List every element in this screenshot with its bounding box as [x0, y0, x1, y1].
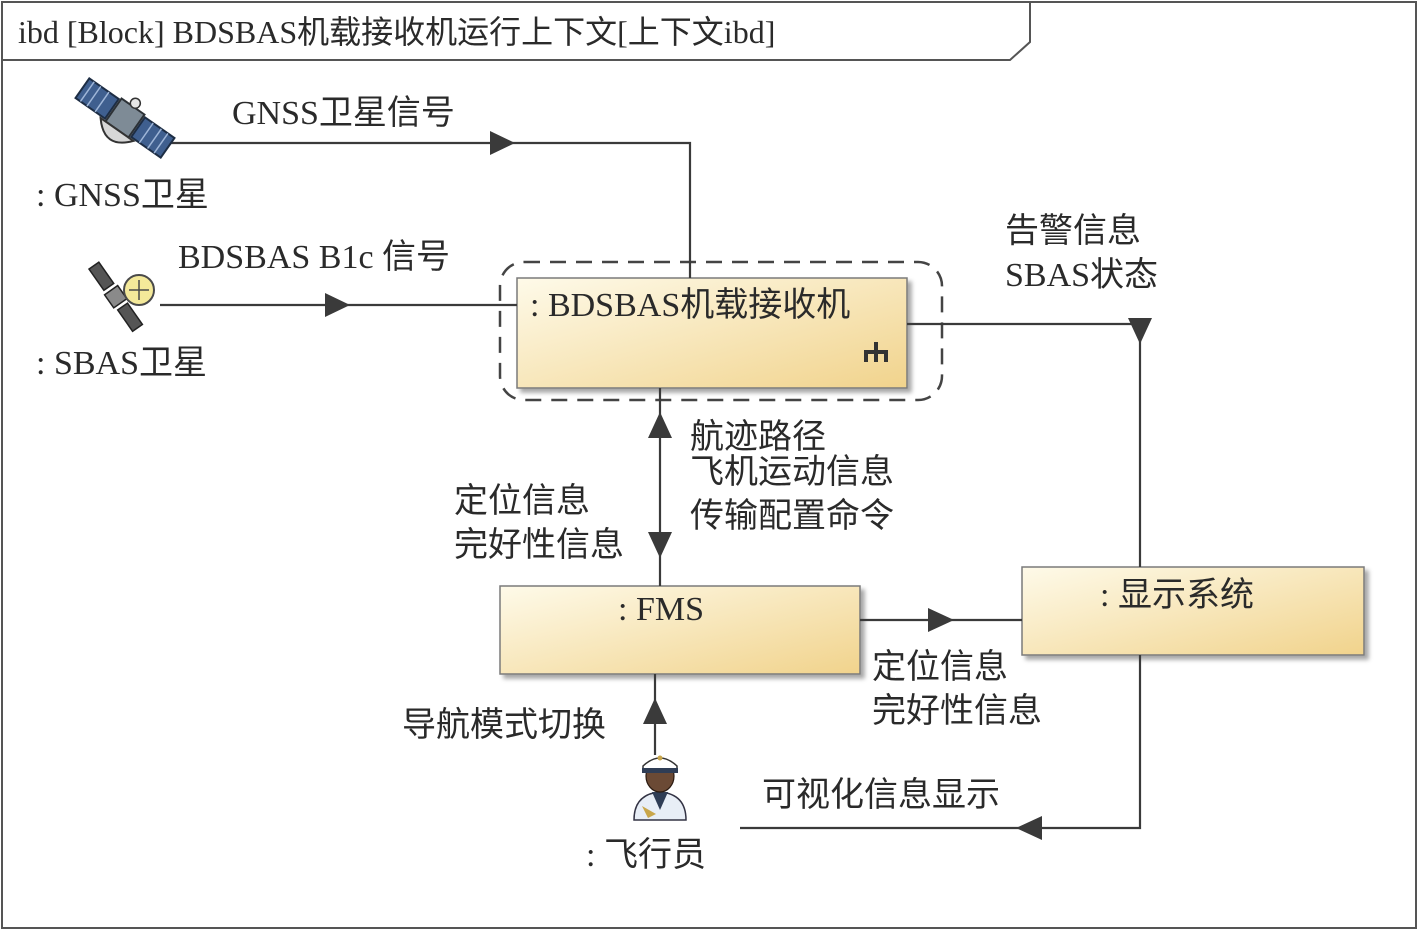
- gnss-satellite-label: : GNSS卫星: [36, 177, 209, 214]
- fms-to-rx-label-3: 传输配置命令: [690, 498, 894, 535]
- rx-to-fms-label-2: 完好性信息: [454, 527, 624, 564]
- sbas-satellite-icon: [87, 261, 155, 333]
- arrow-fms-display: [928, 608, 954, 632]
- gnss-signal-label: GNSS卫星信号: [232, 95, 455, 132]
- arrow-up-to-receiver: [648, 412, 672, 438]
- b1c-signal-label: BDSBAS B1c 信号: [178, 239, 451, 276]
- pilot-label: : 飞行员: [586, 837, 706, 874]
- arrow-visual-display: [1016, 816, 1042, 840]
- sbas-satellite-label: : SBAS卫星: [36, 345, 207, 382]
- visual-display-label: 可视化信息显示: [762, 777, 1000, 814]
- display-block[interactable]: [1021, 566, 1365, 656]
- arrow-gnss: [490, 131, 515, 155]
- frame-title: ibd [Block] BDSBAS机载接收机运行上下文[上下文ibd]: [18, 14, 776, 50]
- frame-title-tab: [2, 2, 1031, 61]
- pilot-icon: [633, 755, 687, 821]
- receiver-block-label: : BDSBAS机载接收机: [530, 287, 851, 324]
- fms-to-display-label-2: 完好性信息: [872, 693, 1042, 730]
- satellite-icon: [74, 76, 176, 160]
- arrow-b1c: [325, 293, 350, 317]
- alarm-label-1: 告警信息: [1005, 213, 1141, 250]
- arrow-down-to-fms: [648, 532, 672, 558]
- fms-to-rx-label-2: 飞机运动信息: [690, 454, 894, 491]
- receiver-boundary: [498, 260, 944, 402]
- fms-to-rx-label-1: 航迹路径: [690, 419, 826, 456]
- fms-to-display-label-1: 定位信息: [872, 649, 1008, 686]
- rx-to-fms-label-1: 定位信息: [454, 483, 590, 520]
- gnss-signal-line: [170, 141, 692, 278]
- arrowheads: [325, 131, 1152, 840]
- display-block-label: : 显示系统: [1100, 577, 1254, 614]
- arrow-alarm: [1128, 318, 1152, 344]
- visual-display-line: [740, 655, 1142, 830]
- nav-mode-label: 导航模式切换: [402, 707, 606, 744]
- arrow-nav-mode: [643, 698, 667, 724]
- alarm-label-2: SBAS状态: [1005, 257, 1159, 294]
- receiver-block[interactable]: [516, 277, 908, 389]
- fork-icon: [864, 342, 888, 362]
- fms-block-label: : FMS: [618, 591, 704, 628]
- fms-block[interactable]: [499, 585, 861, 675]
